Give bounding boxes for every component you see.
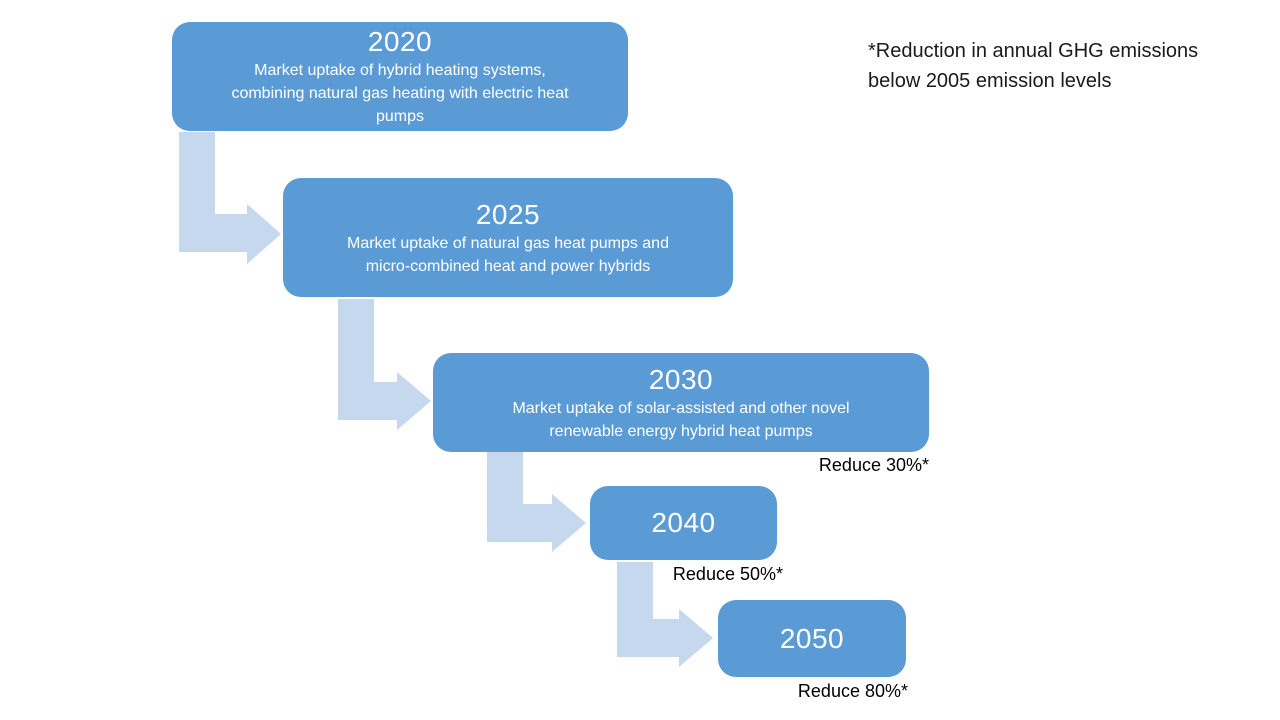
timeline-box-2040: 2040 xyxy=(590,486,777,560)
milestone-description: Market uptake of solar-assisted and othe… xyxy=(512,399,850,440)
timeline-box-2020: 2020 Market uptake of hybrid heating sys… xyxy=(172,22,628,131)
reduction-label-2050: Reduce 80%* xyxy=(797,681,908,701)
elbow-arrow-2020-to-2025-icon xyxy=(179,132,281,264)
elbow-arrow-2025-to-2030-icon xyxy=(338,299,431,430)
year-label: 2030 xyxy=(648,363,714,395)
reduction-label-2040: Reduce 50%* xyxy=(672,564,783,584)
ghg-footnote-line1: *Reduction in annual GHG emissions xyxy=(868,40,1199,62)
year-label: 2020 xyxy=(367,26,433,57)
elbow-arrow-2040-to-2050-icon xyxy=(617,562,713,667)
ghg-footnote-line2: below 2005 emission levels xyxy=(868,70,1112,92)
year-label: 2050 xyxy=(779,622,845,654)
timeline-box-2030: 2030 Market uptake of solar-assisted and… xyxy=(433,353,929,452)
timeline-box-2025: 2025 Market uptake of natural gas heat p… xyxy=(283,178,733,297)
milestone-description: Market uptake of hybrid heating systems,… xyxy=(231,62,569,125)
year-label: 2040 xyxy=(651,507,716,538)
milestone-description: Market uptake of natural gas heat pumps … xyxy=(347,234,669,275)
year-label: 2025 xyxy=(475,198,541,230)
ghg-footnote: *Reduction in annual GHG emissions below… xyxy=(868,36,1258,96)
timeline-box-2050: 2050 xyxy=(718,600,906,677)
reduction-label-2030: Reduce 30%* xyxy=(818,455,929,475)
elbow-arrow-2030-to-2040-icon xyxy=(487,451,586,552)
